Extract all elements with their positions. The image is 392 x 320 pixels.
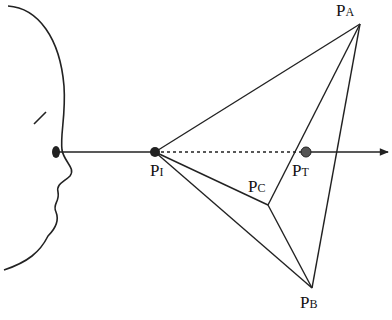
hidden-sight-line	[155, 151, 306, 153]
pyramid-edge	[155, 24, 360, 152]
point-label: PB	[300, 294, 317, 311]
point-label: PI	[150, 162, 163, 179]
point-label: PA	[336, 2, 354, 19]
pyramid-edges	[155, 24, 360, 288]
eyebrow	[34, 112, 46, 124]
pyramid-edge	[268, 24, 360, 205]
pyramid-edge	[268, 205, 312, 288]
pyramid-edge	[155, 152, 312, 288]
point-label: PT	[292, 162, 309, 179]
point-dot	[301, 147, 311, 157]
pyramid-edge	[155, 152, 268, 205]
sight-line	[58, 151, 155, 152]
head-profile	[4, 6, 72, 270]
sight-line-arrow	[306, 151, 388, 152]
point-dot	[150, 147, 160, 157]
point-label: PC	[248, 178, 265, 195]
pyramid-edge	[312, 24, 360, 288]
